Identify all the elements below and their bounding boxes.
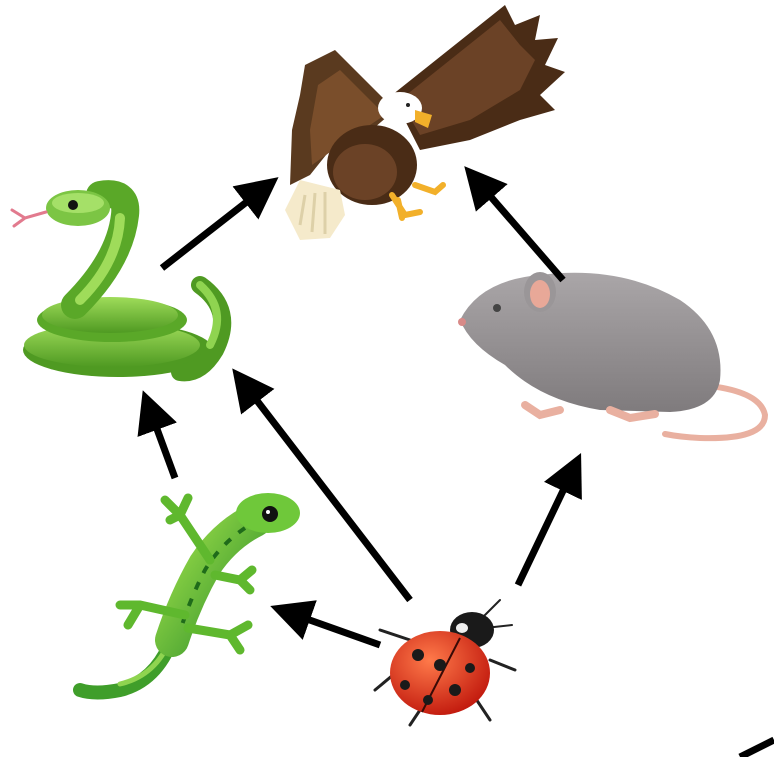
snake-icon — [12, 190, 222, 377]
arrow-ladybug-to-lizard — [290, 613, 380, 645]
eagle-icon — [285, 5, 565, 240]
arrow-mouse-to-eagle — [478, 182, 563, 280]
arrow-ladybug-to-snake — [245, 385, 410, 600]
ladybug-icon — [375, 600, 515, 725]
arrow-snake-to-eagle — [162, 190, 262, 268]
mouse-icon — [458, 272, 765, 438]
arrow-lizard-to-snake — [150, 410, 175, 478]
arrow-ladybug-to-mouse — [518, 472, 572, 585]
corner-edge-mark — [740, 740, 774, 757]
lizard-icon — [80, 493, 300, 693]
